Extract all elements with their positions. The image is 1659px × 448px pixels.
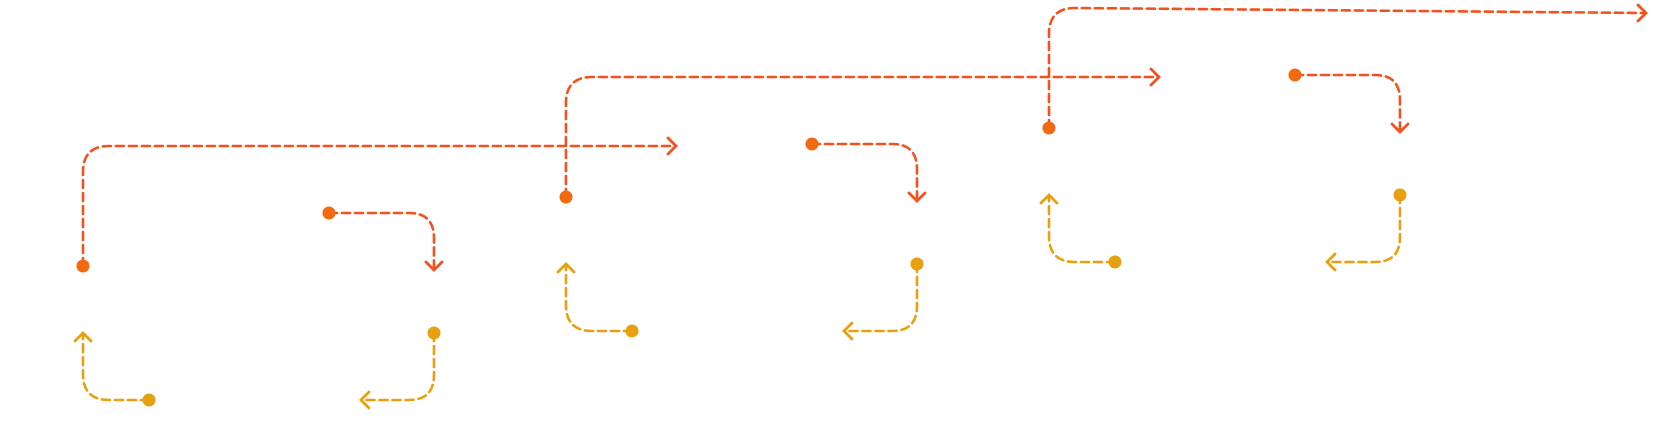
group-2-small-connectors	[556, 137, 927, 341]
group-3-small-connector-1	[1288, 68, 1410, 134]
group-1-small-connector-3	[73, 331, 156, 407]
start-dot	[1393, 188, 1407, 202]
dashed-connector-line	[1047, 6, 1648, 130]
chevron-down-icon	[907, 191, 927, 203]
group-3-small-connectors	[1039, 68, 1410, 272]
dashed-connector-line	[1293, 73, 1402, 132]
start-dot	[322, 206, 336, 220]
start-dot	[1042, 121, 1056, 135]
start-dot	[142, 393, 156, 407]
start-dot	[1288, 68, 1302, 82]
group-3-small-connector-2	[1325, 188, 1407, 272]
chevron-down-icon	[424, 260, 444, 272]
chevron-left-icon	[1325, 252, 1337, 272]
dashed-connector-line	[842, 262, 919, 333]
start-dot	[76, 259, 90, 273]
group-2-small-connector-1	[805, 137, 927, 203]
start-dot	[559, 190, 573, 204]
chevron-up-icon	[73, 331, 93, 343]
group-1-small-connectors	[73, 206, 444, 410]
chevron-up-icon	[1039, 193, 1059, 205]
dashed-connector-line	[81, 333, 151, 402]
chevron-right-icon	[1636, 3, 1648, 23]
start-dot	[805, 137, 819, 151]
dashed-connector-line	[1047, 195, 1117, 264]
start-dot	[625, 324, 639, 338]
group-3-small-connector-3	[1039, 193, 1122, 269]
chevron-left-icon	[359, 390, 371, 410]
dashed-connector-line	[327, 211, 436, 270]
start-dot	[427, 326, 441, 340]
group-2-small-connector-3	[556, 262, 639, 338]
dashed-connector-line	[810, 142, 919, 201]
start-dot	[910, 257, 924, 271]
group-2-small-connector-2	[842, 257, 924, 341]
dashed-connector-line	[81, 144, 678, 268]
chevron-left-icon	[842, 321, 854, 341]
group-2-long-connector	[559, 67, 1161, 204]
dashed-connector-line	[1325, 193, 1402, 264]
group-1-small-connector-1	[322, 206, 444, 272]
chevron-right-icon	[666, 136, 678, 156]
start-dot	[1108, 255, 1122, 269]
group-1-long-connector	[76, 136, 678, 273]
group-3-long-connector	[1042, 3, 1648, 135]
group-1-small-connector-2	[359, 326, 441, 410]
dashed-connector-line	[359, 331, 436, 402]
dashed-connector-line	[564, 264, 634, 333]
dashed-connector-line	[564, 75, 1161, 199]
chevron-right-icon	[1149, 67, 1161, 87]
chevron-down-icon	[1390, 122, 1410, 134]
chevron-up-icon	[556, 262, 576, 274]
